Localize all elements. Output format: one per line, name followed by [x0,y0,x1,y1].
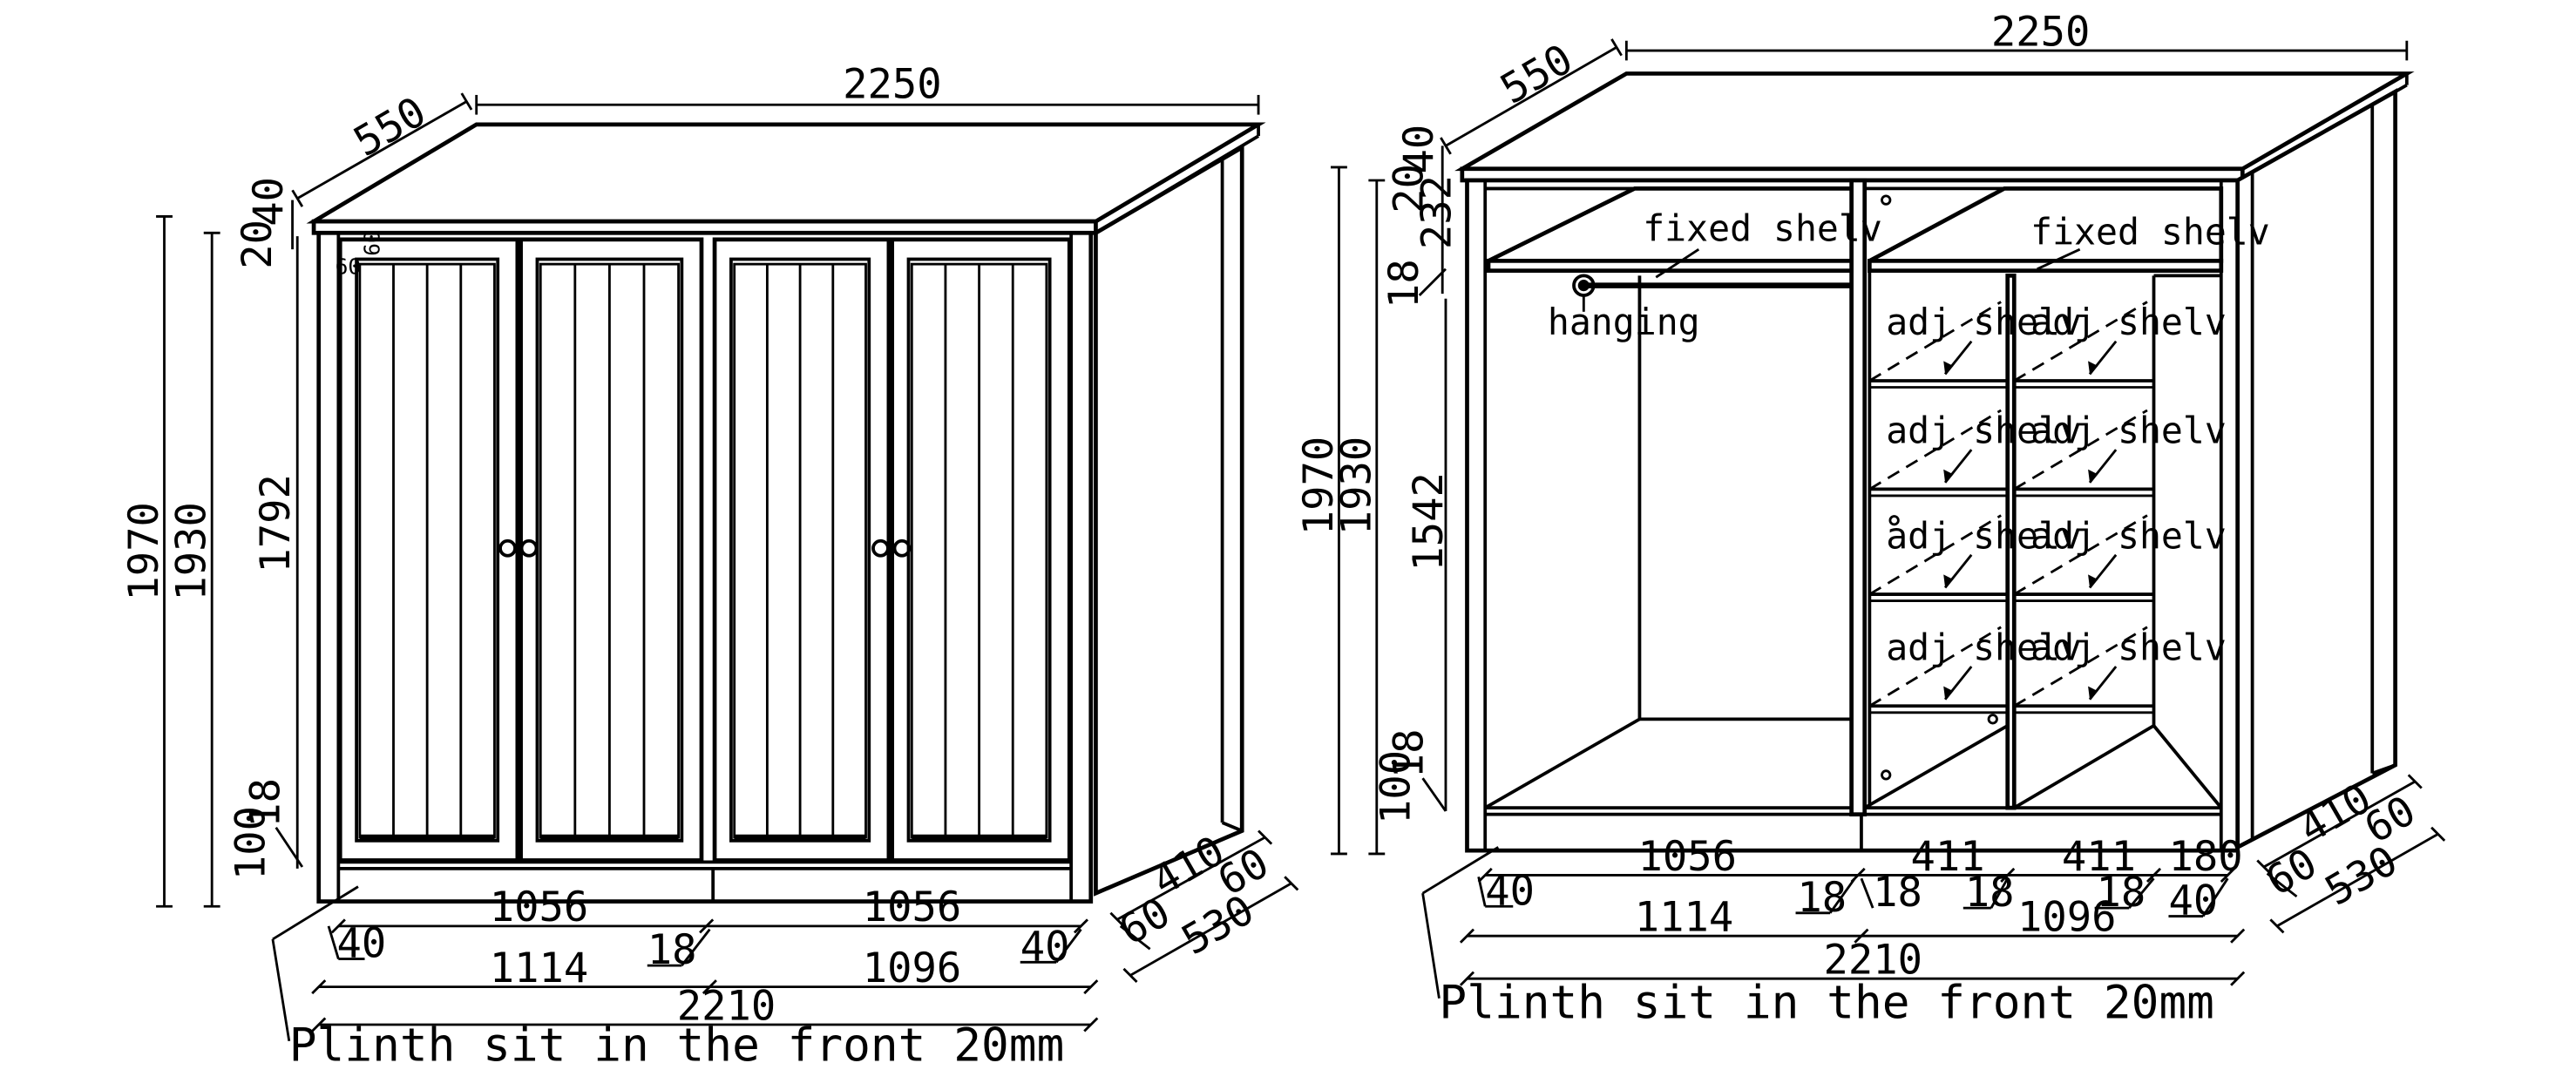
door-panel[interactable] [890,237,1072,863]
left-dim-2210: 2210 [677,982,776,1030]
adjustable-shelf: adj shelv [1868,409,2082,498]
adjustable-shelf: adj shelv [2013,409,2227,498]
right-dim-20: 20 [1386,164,1434,213]
left-dim-1056-b: 1056 [863,884,962,931]
left-dim-18-plinth: 18 [241,778,289,828]
left-dim-40-a: 40 [336,920,386,968]
right-dim-232: 232 [1413,175,1461,249]
right-dimensions: 2250 550 40 20 232 18 1970 1930 1 [1295,8,2446,999]
left-bay-interior [1484,186,1854,816]
left-dim-550: 550 [346,88,434,166]
right-dim-2250: 2250 [1991,8,2091,56]
left-dim-530: 530 [1174,886,1262,965]
adjustable-shelf: adj shelv [2013,514,2227,603]
left-dim-1114: 1114 [490,944,589,992]
knob-icon[interactable] [498,538,517,558]
left-dim-100: 100 [227,806,275,880]
adj-shelf-label: adj shelv [2030,515,2227,557]
left-dim-1096: 1096 [863,944,962,992]
left-frame-dim-60a: 60 [336,254,362,279]
right-dim-18-a: 18 [1797,874,1847,922]
right-dim-411-b: 411 [2062,833,2136,881]
right-plinth-note: Plinth sit in the front 20mm [1439,976,2214,1029]
right-dim-180: 180 [2168,833,2242,881]
knob-icon[interactable] [892,538,912,558]
right-dim-18-shelf: 18 [1380,259,1428,308]
right-dim-550: 550 [1493,35,1581,113]
door-panel[interactable] [337,237,520,863]
right-dim-18-plinth: 18 [1386,728,1434,778]
left-plinth-note: Plinth sit in the front 20mm [289,1019,1064,1072]
left-dim-1930: 1930 [168,502,216,601]
right-middle-divider [1849,178,1868,817]
peg-hole-icon [1881,194,1892,206]
left-dim-1056-a: 1056 [490,884,589,931]
adjustable-shelf: adj shelv [2013,301,2227,389]
hanging-label: hanging [1548,301,1700,343]
door-panel[interactable] [712,237,891,863]
left-door-knobs [498,538,912,558]
right-dim-18-b: 18 [1873,869,1922,917]
adjustable-shelf: adj shelv [2013,626,2227,714]
left-top-slab [306,122,1266,235]
right-dim-100: 100 [1373,750,1420,824]
right-dim-40-left: 40 [1485,867,1535,915]
right-dim-40-right: 40 [2168,877,2218,925]
right-dim-1056: 1056 [1638,833,1737,881]
left-dim-40: 40 [245,177,293,227]
left-dim-1970: 1970 [120,502,168,601]
left-view: 60 60 2250 550 40 20 1970 [120,61,1299,1072]
adj-shelf-label: adj shelv [2030,410,2227,452]
left-dim-1792: 1792 [252,474,300,573]
adjustable-shelf: adj shelv [1868,514,2082,603]
peg-hole-icon [1881,769,1892,781]
fixed-shelf-label-right: fixed shelv [2030,212,2270,254]
left-side-panel [1094,144,1244,897]
adj-shelf-label: adj shelv [1886,515,2082,557]
left-dim-20: 20 [234,220,281,269]
peg-hole-icon [1987,714,1998,725]
peg-hole-icon [1888,515,1900,526]
knob-icon[interactable] [871,538,890,558]
adjustable-shelf: adj shelv [1868,301,2082,389]
adj-shelf-label: adj shelv [1886,626,2082,668]
right-dim-1930: 1930 [1332,437,1380,536]
left-frame-dim-60b: 60 [359,230,384,256]
right-dim-1542: 1542 [1405,472,1453,572]
right-dim-530: 530 [2317,836,2405,915]
right-dim-1970: 1970 [1295,437,1343,536]
door-panel[interactable] [519,237,704,863]
adjustable-shelf: adj shelv [1868,626,2082,714]
left-dim-18-mid: 18 [647,926,697,974]
right-dim-2210: 2210 [1824,937,1923,985]
right-plinth [1467,814,2238,853]
right-dim-18-d: 18 [2097,869,2146,917]
right-side-panel [2235,88,2397,851]
right-dim-18-c: 18 [1965,869,2015,917]
left-dim-2250: 2250 [843,61,941,109]
adj-shelf-label: adj shelv [2030,301,2227,343]
adj-shelf-label: adj shelv [1886,410,2082,452]
left-doors [337,237,1072,863]
right-dim-411-a: 411 [1910,833,1984,881]
right-dim-1096: 1096 [2017,894,2117,942]
right-dim-1114: 1114 [1635,894,1734,942]
left-dimensions: 2250 550 40 20 1970 1930 1792 18 [120,61,1299,1042]
left-dim-40-b: 40 [1020,923,1070,971]
adj-shelf-label: adj shelv [2030,626,2227,668]
right-dim-40: 40 [1395,125,1443,174]
adj-shelf-label: adj shelv [1886,301,2082,343]
knob-icon[interactable] [519,538,539,558]
fixed-shelf-label-left: fixed shelv [1643,208,1882,250]
